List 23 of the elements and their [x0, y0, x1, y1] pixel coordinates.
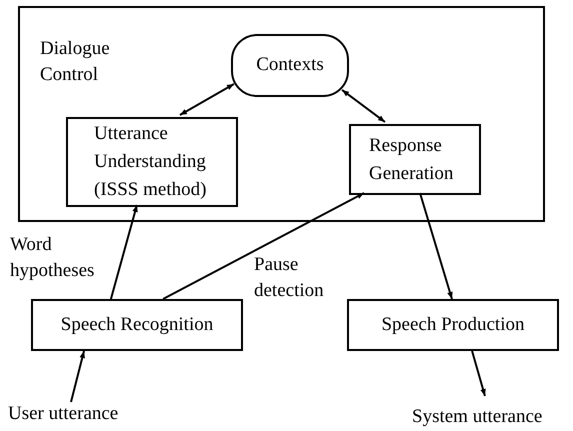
- node-label: Response Generation: [369, 134, 454, 186]
- process-box: [349, 124, 481, 195]
- arrow: [341, 89, 386, 123]
- node-label: Contexts: [256, 53, 324, 78]
- node-label: Speech Recognition: [60, 312, 214, 337]
- group-frame: [18, 6, 545, 222]
- arrow: [110, 204, 138, 300]
- arrow: [471, 350, 486, 396]
- node-label: System utterance: [412, 404, 542, 429]
- process-box: [31, 299, 243, 351]
- arrow: [70, 350, 85, 402]
- node-label: Utterance Understanding (ISSS method): [94, 122, 208, 202]
- process-box: [347, 299, 559, 351]
- arrow: [162, 192, 364, 300]
- edge-label: Pause detection: [254, 253, 325, 303]
- rounded-box: [231, 34, 349, 97]
- process-box: [66, 117, 238, 207]
- node-label: Dialogue Control: [40, 37, 111, 87]
- node-label: User utterance: [8, 402, 118, 426]
- arrow: [179, 83, 234, 116]
- node-label: Speech Production: [381, 312, 524, 337]
- arrow: [419, 192, 453, 300]
- edge-label: Word hypotheses: [10, 233, 96, 283]
